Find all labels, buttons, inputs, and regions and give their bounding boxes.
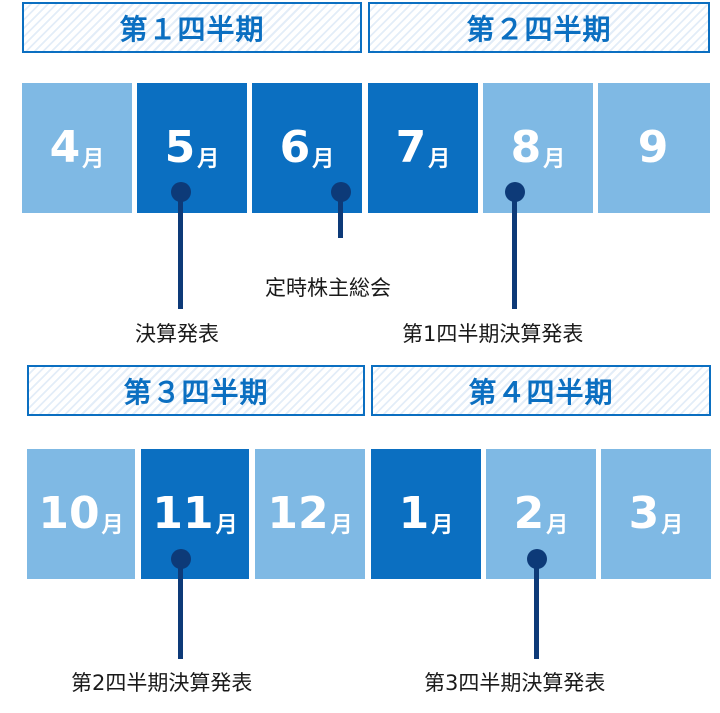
month-unit: 月 [543, 147, 566, 172]
month-number: 2 [513, 488, 545, 539]
quarter-label: 第３四半期 [123, 375, 269, 409]
month-number: 3 [628, 488, 660, 539]
month-unit: 月 [215, 513, 238, 538]
month-number: 7 [395, 122, 427, 173]
month-number: 6 [279, 122, 311, 173]
marker-stem-aug [512, 192, 517, 309]
quarter-label: 第２四半期 [466, 12, 612, 46]
month-number: 1 [398, 488, 430, 539]
month-number: 9 [637, 122, 669, 173]
month-unit: 月 [428, 147, 451, 172]
marker-dot-may [171, 182, 191, 202]
marker-stem-feb [534, 559, 539, 659]
month-number: 11 [152, 488, 214, 539]
event-label-nov: 第2四半期決算発表 [71, 671, 253, 695]
month-number: 5 [164, 122, 196, 173]
marker-stem-nov [178, 559, 183, 659]
marker-dot-nov [171, 549, 191, 569]
quarter-label: 第４四半期 [468, 375, 614, 409]
event-label-feb: 第3四半期決算発表 [424, 671, 606, 695]
month-unit: 月 [431, 513, 454, 538]
marker-dot-jun [331, 182, 351, 202]
marker-dot-feb [527, 549, 547, 569]
quarter-header-q2: 第２四半期 [368, 2, 710, 53]
month-unit: 月 [661, 513, 684, 538]
month-unit: 月 [197, 147, 220, 172]
month-cell-sep: 9 [598, 83, 710, 213]
quarter-label: 第１四半期 [119, 12, 265, 46]
month-number: 4 [49, 122, 81, 173]
month-unit: 月 [82, 147, 105, 172]
month-unit: 月 [330, 513, 353, 538]
marker-stem-may [178, 192, 183, 309]
month-number: 12 [267, 488, 329, 539]
quarter-header-q1: 第１四半期 [22, 2, 362, 53]
event-label-jun: 定時株主総会 [265, 276, 391, 300]
month-unit: 月 [101, 513, 124, 538]
month-number: 10 [38, 488, 100, 539]
event-label-aug: 第1四半期決算発表 [402, 322, 584, 346]
event-label-may: 決算発表 [135, 322, 219, 346]
quarter-header-q3: 第３四半期 [27, 365, 365, 416]
marker-stem-jun [338, 192, 343, 238]
month-unit: 月 [546, 513, 569, 538]
month-unit: 月 [312, 147, 335, 172]
marker-dot-aug [505, 182, 525, 202]
quarter-header-q4: 第４四半期 [371, 365, 711, 416]
month-number: 8 [510, 122, 542, 173]
